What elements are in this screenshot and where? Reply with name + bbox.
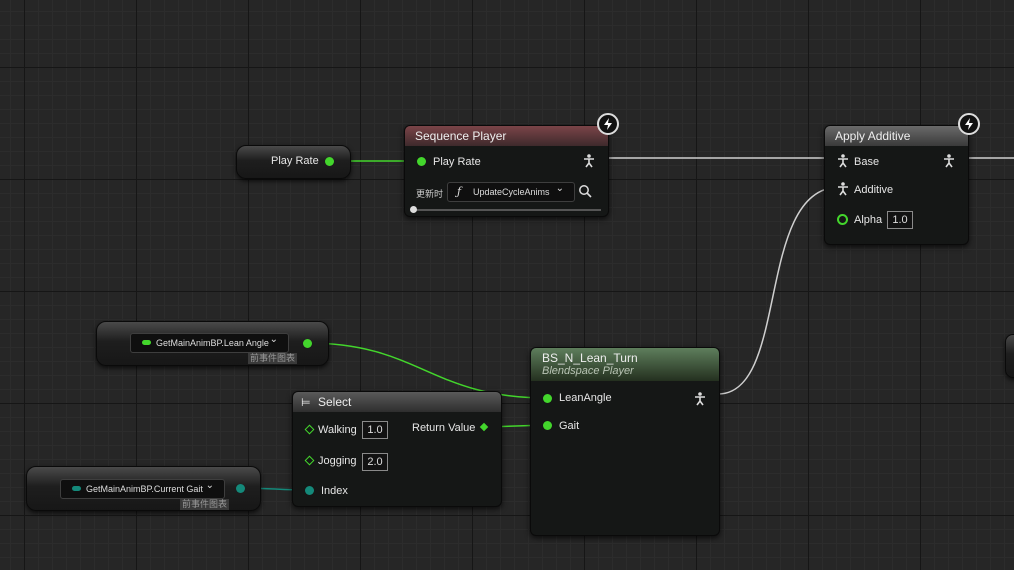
playback-progress-handle[interactable] <box>410 206 417 213</box>
additive-input-pose-icon[interactable] <box>837 182 849 199</box>
enum-type-icon <box>72 486 81 491</box>
walking-option-value[interactable]: 1.0 <box>362 421 388 439</box>
blendspace-title: BS_N_Lean_Turn <box>542 351 638 365</box>
gait-input-pin[interactable] <box>543 421 552 430</box>
float-type-icon <box>142 340 151 345</box>
jogging-option-value[interactable]: 2.0 <box>362 453 388 471</box>
fast-path-lightning-icon <box>958 113 980 135</box>
play-rate-input-label: Play Rate <box>433 156 481 168</box>
alpha-input-pin[interactable] <box>837 214 848 225</box>
chevron-down-icon: ⌄ <box>555 183 564 194</box>
chevron-down-icon: ⌄ <box>269 334 278 345</box>
jogging-option-label: Jogging <box>318 455 357 467</box>
update-function-dropdown[interactable]: ƒ UpdateCycleAnims ⌄ <box>447 182 575 202</box>
play-rate-input-pin[interactable] <box>417 157 426 166</box>
alpha-value-field[interactable]: 1.0 <box>887 211 913 229</box>
select-node[interactable]: ⊨ Select Walking 1.0 Return Value Joggin… <box>292 391 502 507</box>
current-gait-variable-node[interactable]: GetMainAnimBP.Current Gait ⌄ 前事件图表 <box>26 466 261 511</box>
current-gait-output-pin[interactable] <box>236 484 245 493</box>
lean-angle-input-label: LeanAngle <box>559 392 612 404</box>
additive-output-pose-icon[interactable] <box>943 154 955 171</box>
pose-output-icon[interactable] <box>583 154 595 171</box>
alpha-label: Alpha <box>854 214 883 226</box>
playback-progress-track[interactable] <box>410 206 601 213</box>
current-gait-source-tag: 前事件图表 <box>180 499 230 510</box>
wire-blendspace-to-additive <box>717 186 841 395</box>
lean-angle-dropdown[interactable]: GetMainAnimBP.Lean Angle ⌄ <box>130 333 289 353</box>
current-gait-dropdown[interactable]: GetMainAnimBP.Current Gait ⌄ <box>60 479 225 499</box>
update-label: 更新时 <box>416 189 444 199</box>
lean-angle-variable-node[interactable]: GetMainAnimBP.Lean Angle ⌄ 前事件图表 <box>96 321 329 366</box>
lean-angle-dropdown-label: GetMainAnimBP.Lean Angle <box>156 338 269 348</box>
function-f-icon: ƒ <box>457 185 462 198</box>
additive-label: Additive <box>854 184 894 196</box>
sequence-player-header: Sequence Player <box>405 126 608 146</box>
walking-option-pin[interactable] <box>304 424 315 435</box>
select-title: Select <box>318 395 352 409</box>
gait-input-label: Gait <box>559 420 580 432</box>
index-label: Index <box>321 485 348 497</box>
search-icon[interactable] <box>578 184 592 201</box>
wire-leanangle <box>306 342 548 399</box>
apply-additive-title: Apply Additive <box>835 129 911 143</box>
update-function-name: UpdateCycleAnims <box>473 187 550 197</box>
pose-output-icon[interactable] <box>694 392 706 409</box>
fast-path-lightning-icon <box>597 113 619 135</box>
blendspace-player-node[interactable]: BS_N_Lean_Turn Blendspace Player LeanAng… <box>530 347 720 536</box>
play-rate-variable-label: Play Rate <box>271 155 319 167</box>
lean-angle-source-tag: 前事件图表 <box>248 353 298 364</box>
lean-angle-input-pin[interactable] <box>543 394 552 403</box>
chevron-down-icon: ⌄ <box>205 480 214 491</box>
walking-option-label: Walking <box>318 424 357 436</box>
sequence-player-node[interactable]: Sequence Player Play Rate 更新时 ƒ UpdateCy… <box>404 125 609 217</box>
apply-additive-header: Apply Additive <box>825 126 968 146</box>
blendspace-header: BS_N_Lean_Turn Blendspace Player <box>531 348 719 381</box>
current-gait-dropdown-label: GetMainAnimBP.Current Gait <box>86 484 203 494</box>
lean-angle-output-pin[interactable] <box>303 339 312 348</box>
jogging-option-pin[interactable] <box>304 455 315 466</box>
return-value-output-pin[interactable] <box>479 422 489 432</box>
base-label: Base <box>854 156 880 168</box>
base-input-pose-icon[interactable] <box>837 154 849 171</box>
return-value-label: Return Value <box>412 422 476 434</box>
select-header: ⊨ Select <box>293 392 501 412</box>
select-icon: ⊨ <box>301 397 311 409</box>
sequence-player-title: Sequence Player <box>415 129 507 143</box>
apply-additive-node[interactable]: Apply Additive Base Additive Alpha 1.0 <box>824 125 969 245</box>
play-rate-variable-node[interactable]: Play Rate <box>236 145 351 179</box>
play-rate-output-pin[interactable] <box>325 157 334 166</box>
offscreen-node[interactable] <box>1005 334 1014 378</box>
index-input-pin[interactable] <box>305 486 314 495</box>
blendspace-subtitle: Blendspace Player <box>542 365 634 377</box>
